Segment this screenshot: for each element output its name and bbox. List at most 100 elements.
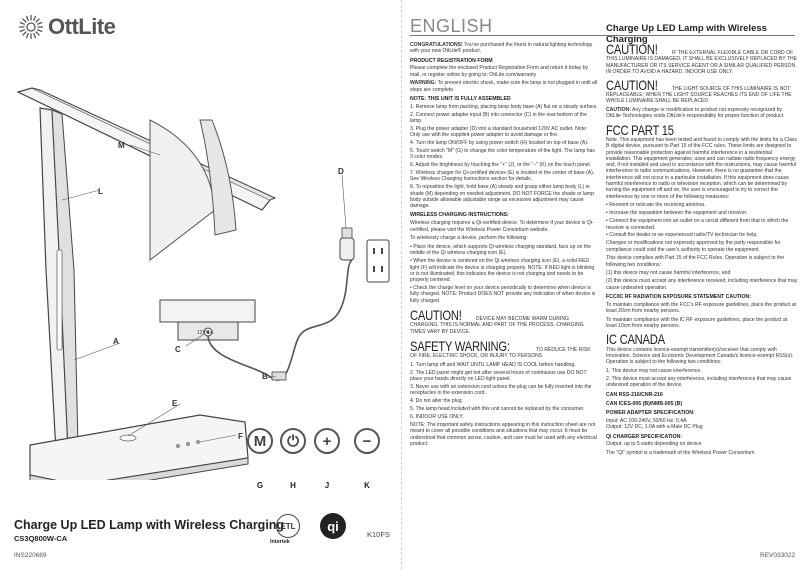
caution2-text: THE LIGHT SOURCE OF THIS LUMINAIRE IS NO… [606, 85, 792, 105]
rf-heading: FCC/IC RF RADIATION EXPOSURE STATEMENT C… [606, 293, 751, 300]
caution1-word: CAUTION! [606, 41, 658, 57]
caution2-word: CAUTION! [606, 76, 658, 93]
brand-name: OttLite [48, 14, 116, 39]
congrats-text: You've purchased the finest in natural l… [410, 42, 593, 55]
button-m: M G [247, 428, 273, 490]
caution1-text: IF THE EXTERNAL FLEXIBLE CABLE OR CORD O… [606, 50, 798, 75]
fcc-bullet: • Increase the separation between the eq… [606, 210, 748, 217]
power-output: Output: 12V DC, 1.0A with a Male DC Plug [606, 424, 703, 431]
safety-word: SAFETY WARNING: [410, 337, 510, 354]
caution-word: CAUTION! [410, 307, 462, 324]
label-f: F [238, 432, 243, 441]
wireless-sub: To wirelessly charge a device, perform t… [410, 235, 528, 242]
fcc-changes: Changes or modifications not expressly a… [606, 240, 781, 253]
step-item: 5. Touch switch "M" (G) to change the co… [410, 148, 595, 161]
color-mode-icon: M [247, 428, 273, 454]
adapter-voltage: 12V/1A [197, 330, 214, 336]
ottlite-logo: OttLite [18, 14, 116, 40]
safety-item: 3. Never use with an extension cord unle… [410, 384, 592, 397]
final-note: NOTE: The important safety instructions … [410, 421, 597, 447]
fcc-bullet: • Connect the equipment into an outlet o… [606, 218, 789, 231]
button-power: ⏻ H [280, 428, 306, 490]
rf-ic-text: To maintain compliance with the IC RF ex… [606, 316, 788, 330]
label-l: L [98, 187, 103, 196]
button-plus: + J [314, 428, 340, 490]
plus-icon: + [314, 428, 340, 454]
label-d: D [338, 167, 344, 176]
button-minus: − K [354, 428, 380, 490]
english-title: Charge Up LED Lamp with Wireless Chargin… [606, 23, 767, 45]
caution3-lead: CAUTION: [606, 107, 631, 114]
label-e: E [172, 399, 178, 408]
step-item: 7. Wireless charger for Qi-certified dev… [410, 170, 595, 183]
button-label-g: G [256, 481, 264, 490]
product-model: CS3Q800W-CA [14, 534, 68, 543]
assembly-steps: 1. Remove lamp from packing, placing lam… [410, 104, 598, 210]
fcc-comply: This device complies with Part 15 of the… [606, 255, 785, 268]
congrats-lead: CONGRATULATIONS! [410, 42, 463, 48]
fcc-bullet: • Reorient or relocate the receiving ant… [606, 202, 706, 209]
label-m: M [118, 141, 125, 150]
step-item: 1. Remove lamp from packing, placing lam… [410, 103, 598, 110]
wireless-bullet: • When the device is centered on the Qi … [410, 258, 595, 284]
safety-item: 2. The LED panel might get hot after sev… [410, 369, 587, 383]
lamp-illustration [16, 87, 390, 480]
step-item: 4. Turn the lamp ON/OFF by using power s… [410, 140, 589, 147]
can-ices: CAN ICES-005 (B)/NMB-005 (B) [606, 400, 683, 407]
ic-items: 1. This device may not cause interferenc… [606, 368, 798, 388]
instructions-column: CONGRATULATIONS! You've purchased the fi… [410, 42, 598, 450]
registration-text: Please complete the enclosed Product Reg… [410, 65, 589, 78]
product-title: Charge Up LED Lamp with Wireless Chargin… [14, 518, 285, 532]
safety-item: 6. INDOOR USE ONLY. [410, 414, 464, 421]
button-label-j: J [324, 481, 330, 490]
power-icon: ⏻ [280, 428, 306, 454]
fcc-condition: (2) this device must accept any interfer… [606, 278, 798, 291]
fcc-conditions: (1) this device may not cause harmful in… [606, 270, 798, 290]
can-rss: CAN RSS-216/CNR-216 [606, 391, 663, 398]
safety-text: TO REDUCE THE RISK OF FIRE, ELECTRIC SHO… [410, 346, 591, 360]
warning-lead: WARNING: [410, 80, 437, 87]
wireless-intro: Wireless charging requires a Qi-certifie… [410, 220, 594, 233]
fcc-note: Note: This equipment has been tested and… [606, 136, 798, 200]
rf-fcc-text: To maintain compliance with the FCC's RF… [606, 301, 797, 315]
sunburst-logo-icon [18, 14, 44, 40]
fcc-condition: (1) this device may not cause harmful in… [606, 270, 731, 277]
registration-heading: PRODUCT REGISTRATION FORM [410, 57, 493, 64]
warning-text: To prevent electric shock, make sure the… [410, 80, 598, 93]
qi-trademark: The "Qi" symbol is a trademark of the Wi… [606, 450, 755, 457]
ins-code: INS220689 [14, 552, 47, 559]
regulatory-column: CAUTION! IF THE EXTERNAL FLEXIBLE CABLE … [606, 42, 798, 459]
safety-item: 5. The lamp head included with this unit… [410, 406, 585, 413]
minus-icon: − [354, 428, 380, 454]
ic-item: 2. This device must accept any interfere… [606, 376, 792, 389]
safety-items: 1. Turn lamp off and WAIT UNTIL LAMP HEA… [410, 362, 598, 420]
etl-intertek: Intertek [270, 539, 290, 545]
assembled-note: NOTE: THIS UNIT IS FULLY ASSEMBLED [410, 96, 511, 103]
product-sku: K10FS [367, 530, 390, 539]
label-a: A [113, 337, 119, 346]
ic-item: 1. This device may not cause interferenc… [606, 368, 702, 375]
rev-code: REV033022 [760, 552, 796, 559]
qi-logo-icon: qi [320, 513, 346, 539]
ic-text: This device contains licence-exempt tran… [606, 346, 794, 366]
qi-output: Output: up to 5 watts depending on devic… [606, 441, 702, 448]
fcc-bullet: • Consult the dealer or an experienced r… [606, 232, 758, 239]
qi-heading: Qi CHARGER SPECIFICATION: [606, 433, 682, 440]
fcc-heading: FCC PART 15 [606, 121, 674, 138]
power-heading: POWER ADAPTER SPECIFICATION: [606, 410, 695, 417]
wireless-bullets: • Place the device, which supports Qi wi… [410, 244, 598, 304]
step-item: 3. Plug the power adapter (D) into a sta… [410, 125, 588, 139]
wireless-bullet: • Check the charge level on your device … [410, 285, 596, 304]
label-c: C [175, 345, 181, 354]
wireless-bullet: • Place the device, which supports Qi wi… [410, 244, 592, 257]
button-label-k: K [364, 481, 370, 490]
step-item: 8. To reposition the light, hold base (A… [410, 184, 594, 210]
safety-item: 1. Turn lamp off and WAIT UNTIL LAMP HEA… [410, 362, 576, 369]
button-label-h: H [290, 481, 296, 490]
etl-mark-icon: ETL [276, 514, 300, 538]
header-rule [410, 35, 795, 36]
wireless-heading: WIRELESS CHARGING INSTRUCTIONS: [410, 212, 509, 219]
fcc-bullets: • Reorient or relocate the receiving ant… [606, 202, 798, 238]
step-item: 6. Adjust the brightness by touching the… [410, 162, 592, 169]
power-input: Input: AC 100-240V, 50/60 Hz, 0.4A [606, 418, 687, 425]
